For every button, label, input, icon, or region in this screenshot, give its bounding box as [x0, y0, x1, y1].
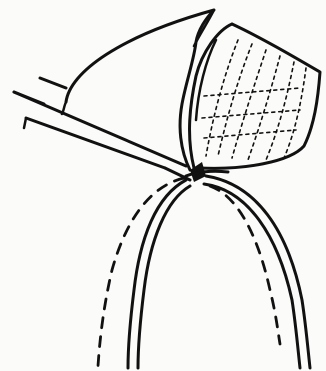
dotted-wedge — [190, 24, 320, 168]
arch-inner-line — [138, 184, 300, 368]
double-rod — [14, 78, 190, 180]
arch-dashed-right — [210, 186, 280, 344]
arch-outer-line — [128, 176, 310, 368]
